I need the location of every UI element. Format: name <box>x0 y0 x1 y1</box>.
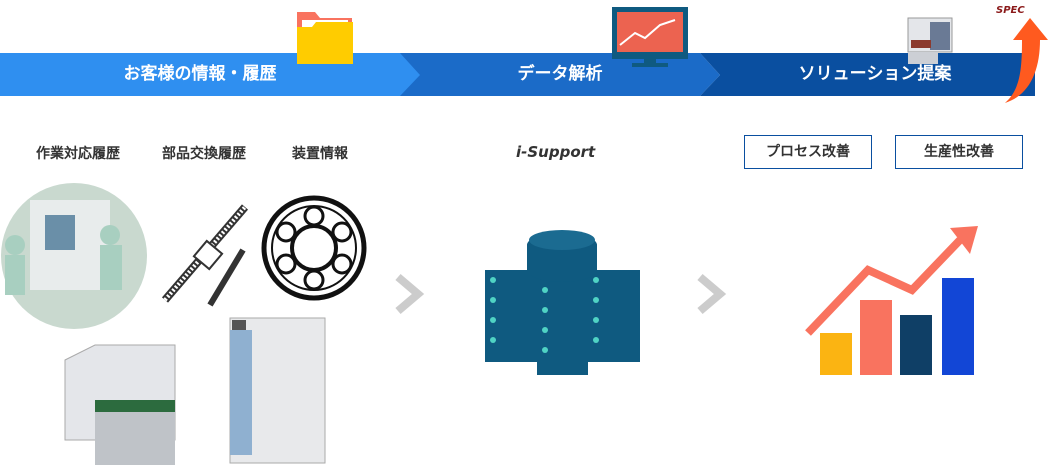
productivity-improvement-box: 生産性改善 <box>895 135 1023 169</box>
trend-arrow <box>805 237 963 336</box>
ball-screw-image <box>161 204 249 307</box>
growth-bar-chart-icon <box>805 226 978 375</box>
bar-2 <box>860 300 892 375</box>
monitor-chart-icon <box>612 7 688 67</box>
bar-1 <box>820 333 852 375</box>
equipment-icon <box>907 17 953 64</box>
banner-step-label: データ解析 <box>517 64 603 84</box>
spec-label: SPEC <box>996 5 1025 16</box>
bearing-image <box>261 195 367 301</box>
bar-3 <box>900 315 932 375</box>
banner-step-label: お客様の情報・履歴 <box>123 64 277 84</box>
server-database-icon <box>485 230 640 375</box>
chevron-right-icon <box>395 273 425 315</box>
equipment-images <box>64 317 326 465</box>
analysis-label: i-Support <box>516 143 596 161</box>
work-photo <box>1 183 147 329</box>
banner-step-label: ソリューション提案 <box>798 64 952 84</box>
info-item-work-history: 作業対応履歴 <box>36 146 120 162</box>
info-item-equipment-info: 装置情報 <box>292 146 348 162</box>
spec-up-arrow <box>1005 18 1048 103</box>
process-improvement-box: プロセス改善 <box>744 135 872 169</box>
info-item-parts-history: 部品交換履歴 <box>162 146 246 162</box>
chevron-right-icon <box>697 273 727 315</box>
folder-icon <box>297 12 353 64</box>
bar-4 <box>942 278 974 375</box>
banner-step-3 <box>700 53 1035 96</box>
